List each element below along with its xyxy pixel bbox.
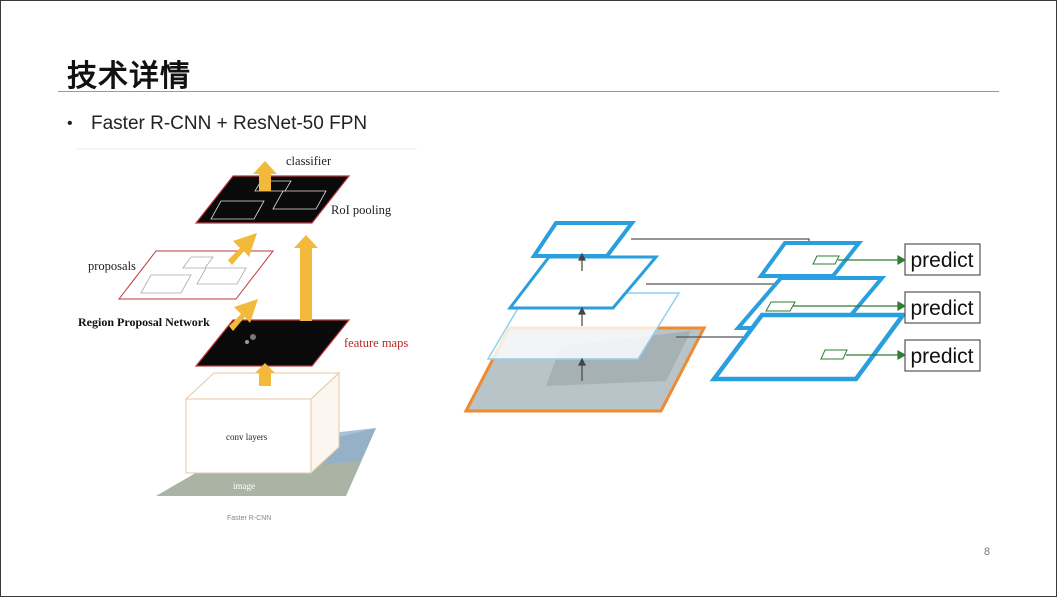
arrow-head [898,351,905,359]
predict-label: predict [910,249,973,272]
anchor-box [821,350,847,359]
predict-label: predict [910,297,973,320]
pyramid-level-4 [534,223,632,256]
anchor-box [813,256,839,264]
page-number: 8 [984,546,990,558]
arrow-head [898,256,905,264]
predict-label: predict [910,345,973,368]
anchor-box [766,302,795,311]
arrow-head [898,302,905,310]
